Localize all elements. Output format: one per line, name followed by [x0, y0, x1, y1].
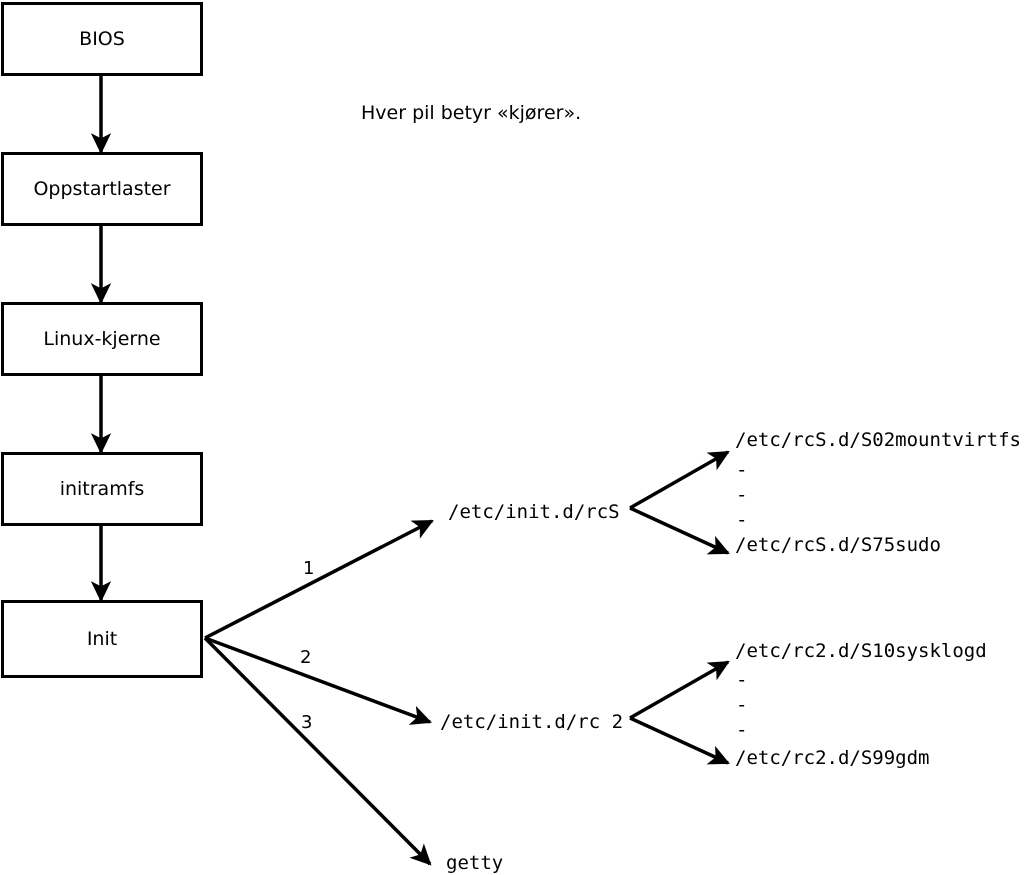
ellipsis-dash-rc2-3: - — [736, 719, 748, 741]
ellipsis-dash-rcs-2: - — [736, 484, 748, 506]
node-box-kernel[interactable]: Linux-kjerne — [1, 302, 203, 376]
node-label-rcs-first-script[interactable]: /etc/rcS.d/S02mountvirtfs — [735, 429, 1021, 451]
ellipsis-dash-rc2-2: - — [736, 694, 748, 716]
edge-arrow-init-to-getty — [203, 636, 432, 866]
node-box-init[interactable]: Init — [1, 600, 203, 678]
node-label-rcs-last-script[interactable]: /etc/rcS.d/S75sudo — [735, 534, 941, 556]
edge-arrow-rcs-to-last — [629, 506, 730, 555]
node-box-bootloader[interactable]: Oppstartlaster — [1, 152, 203, 226]
edge-number-2: 2 — [300, 647, 312, 668]
node-label-bootloader: Oppstartlaster — [33, 177, 171, 200]
ellipsis-dash-rc2-1: - — [736, 669, 748, 691]
node-label-initramfs: initramfs — [59, 477, 145, 500]
ellipsis-dash-rcs-1: - — [736, 459, 748, 481]
node-box-initramfs[interactable]: initramfs — [1, 452, 203, 526]
diagram-note: Hver pil betyr «kjører». — [361, 102, 582, 124]
node-label-bios: BIOS — [79, 27, 125, 50]
edge-arrow-rcs-to-first — [629, 450, 730, 510]
edge-arrow-rc2-to-last — [629, 716, 730, 765]
node-label-rc2[interactable]: /etc/init.d/rc 2 — [440, 711, 624, 733]
node-label-getty[interactable]: getty — [446, 852, 504, 874]
node-box-bios[interactable]: BIOS — [1, 2, 203, 76]
edge-arrow-init-to-rc2 — [204, 636, 432, 725]
ellipsis-dash-rcs-3: - — [736, 509, 748, 531]
edge-number-1: 1 — [303, 558, 315, 579]
edge-arrow-init-to-rcs — [204, 519, 434, 640]
node-label-kernel: Linux-kjerne — [43, 327, 161, 350]
node-label-init: Init — [86, 627, 118, 650]
edge-number-3: 3 — [301, 712, 313, 733]
node-label-rc2-last-script[interactable]: /etc/rc2.d/S99gdm — [735, 747, 930, 769]
node-label-rcs[interactable]: /etc/init.d/rcS — [448, 501, 620, 523]
edge-arrow-rc2-to-first — [629, 660, 730, 720]
edge-group — [90, 76, 730, 866]
node-label-rc2-first-script[interactable]: /etc/rc2.d/S10sysklogd — [735, 640, 987, 662]
